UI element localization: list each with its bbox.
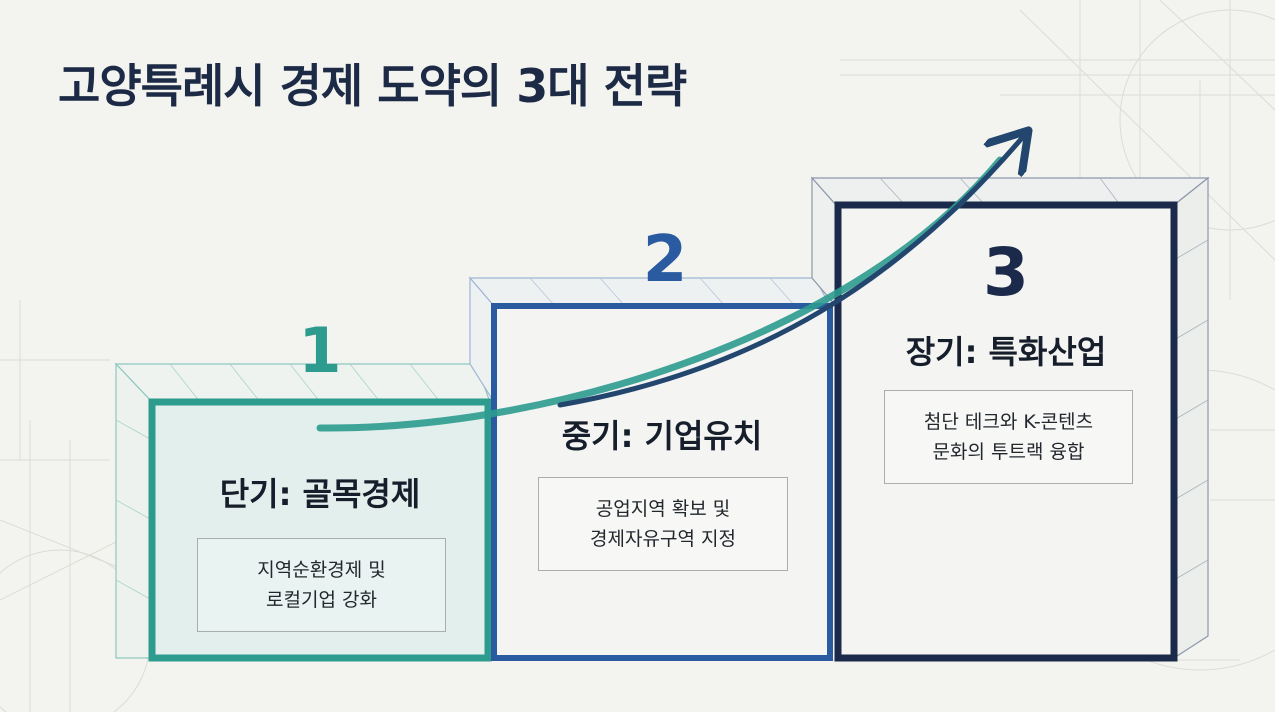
step-1-description-line-1: 지역순환경제 및: [257, 559, 386, 581]
page-title: 고양특례시 경제 도약의 3대 전략: [58, 59, 687, 113]
step-2-number: 2: [642, 223, 688, 297]
step-2-description-line-1: 공업지역 확보 및: [595, 498, 731, 520]
step-3-description-line-1: 첨단 테크와 K-콘텐츠: [923, 411, 1094, 433]
step-1-number: 1: [298, 314, 342, 387]
step-1-description: 지역순환경제 및 로컬기업 강화: [197, 538, 446, 632]
step-3-block: [810, 176, 1210, 662]
step-3-description: 첨단 테크와 K-콘텐츠 문화의 투트랙 융합: [884, 390, 1133, 484]
step-1-title: 단기: 골목경제: [219, 475, 421, 513]
step-2-description: 공업지역 확보 및 경제자유구역 지정: [538, 477, 788, 571]
growth-arrow-icon: [316, 138, 1022, 432]
step-2-block: [468, 276, 833, 661]
step-2-description-line-2: 경제자유구역 지정: [590, 528, 736, 550]
step-3-number: 3: [983, 234, 1029, 311]
step-1-description-line-2: 로컬기업 강화: [266, 589, 377, 611]
step-2-title: 중기: 기업유치: [561, 417, 763, 455]
step-3-title: 장기: 특화산업: [905, 333, 1107, 371]
step-3-description-line-2: 문화의 투트랙 융합: [932, 441, 1085, 463]
step-1-block: [114, 362, 492, 662]
